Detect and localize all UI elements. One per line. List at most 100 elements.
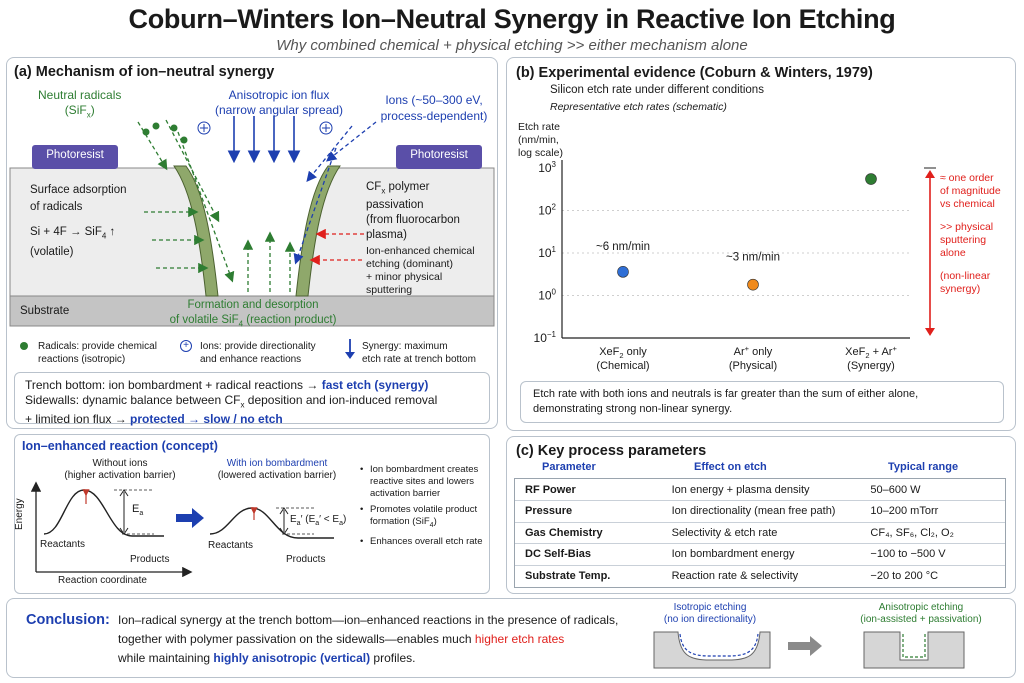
col-effect: Effect on etch [694, 461, 767, 473]
ion-flux-arrows [227, 116, 301, 164]
data-point [617, 266, 629, 278]
conclusion-panel [6, 598, 1016, 678]
radicals-label: Neutral radicals (SiFx) [38, 88, 122, 120]
energy-diagram [30, 481, 334, 578]
x-tick-label: Ar+ only [734, 344, 773, 358]
ea-prime-label: Ea′ (Ea′ < Ea) [290, 514, 347, 527]
y-tick-label: 101 [538, 245, 556, 260]
panel-a-header: (a) Mechanism of ion–neutral synergy [14, 64, 275, 80]
col-range: Typical range [888, 461, 959, 473]
ion-enhanced-arrows [309, 228, 364, 266]
arrow-head-down-icon [925, 328, 935, 336]
adsorption-arrows [144, 206, 209, 274]
right-photoresist-label: Photoresist [410, 149, 468, 161]
page-subtitle: Why combined chemical + physical etching… [276, 37, 748, 54]
right-sidewall-passivation [295, 165, 341, 297]
x-tick-label: XeF2 only [599, 346, 647, 360]
ion-symbols [197, 121, 333, 135]
x-tick-label: XeF2 + Ar+ [845, 344, 897, 360]
y-tick-label: 10−1 [534, 330, 557, 345]
param-effect: Selectivity & etch rate [665, 522, 865, 544]
conclusion-text: Ion–radical synergy at the trench bottom… [118, 613, 619, 665]
reactants-label-2: Reactants [208, 540, 254, 551]
chart-note-box: Etch rate with both ions and neutrals is… [520, 381, 1004, 423]
param-range: CF₄, SF₆, Cl₂, O₂ [864, 522, 1005, 544]
ion-flux-label: Anisotropic ion flux (narrow angular spr… [214, 88, 344, 117]
ea-label: Ea [132, 503, 144, 518]
param-name: RF Power [515, 479, 666, 501]
param-effect: Ion bombardment energy [665, 543, 865, 566]
concept-header: Ion–enhanced reaction (concept) [22, 439, 218, 453]
angled-ion-arrows [293, 121, 377, 265]
trench-diagram [9, 116, 495, 327]
x-tick-sublabel: (Physical) [729, 360, 777, 372]
y-tick-label: 102 [538, 203, 556, 218]
with-ions-title: With ion bombardment (lowered activation… [217, 458, 337, 481]
arrow-head-up-icon [925, 170, 935, 178]
chart-ylabel: Etch rate (nm/min, log scale) [518, 121, 563, 159]
panel-c-header: (c) Key process parameters [516, 443, 707, 459]
isotropic-profile [653, 631, 771, 669]
isotropic-label: Isotropic etching (no ion directionality… [663, 602, 757, 625]
param-name: Pressure [515, 500, 666, 523]
conclusion-label: Conclusion: [26, 612, 110, 628]
param-range: 10–200 mTorr [864, 500, 1005, 523]
products-label-2: Products [286, 554, 326, 565]
energy-axis-label: Energy [14, 498, 25, 530]
param-range: 50–600 W [864, 479, 1005, 501]
param-name: DC Self-Bias [515, 543, 666, 566]
table-row: Substrate Temp. Reaction rate & selectivi… [515, 565, 1005, 587]
panel-b-sub2: Representative etch rates (schematic) [550, 101, 727, 113]
x-tick-sublabel: (Synergy) [847, 360, 895, 372]
data-point [865, 173, 877, 185]
synergy-annotation: ≈ one order of magnitude vs chemical >> … [940, 172, 1001, 295]
radical-arrows [137, 119, 235, 283]
trench-summary-box: Trench bottom: ion bombardment + radical… [14, 372, 490, 426]
reactants-label-1: Reactants [40, 539, 86, 550]
col-parameter: Parameter [542, 461, 596, 473]
page-title: Coburn–Winters Ion–Neutral Synergy in Re… [128, 4, 896, 34]
param-effect: Reaction rate & selectivity [671, 570, 799, 582]
green-dot-icon [20, 342, 28, 350]
polymer-label: CFx polymer passivation (from fluorocarb… [366, 181, 460, 242]
panel-b-header: (b) Experimental evidence (Coburn & Wint… [516, 65, 873, 81]
products-label-1: Products [130, 554, 170, 565]
substrate-label: Substrate [20, 305, 70, 317]
gray-right-arrow-icon [788, 636, 822, 656]
param-name: Substrate Temp. [525, 570, 611, 582]
reaction-coordinate-label: Reaction coordinate [58, 575, 147, 586]
ion-enhanced-label: Ion-enhanced chemical etching (dominant)… [366, 245, 475, 296]
anisotropic-profile [863, 631, 965, 669]
param-range: −100 to −500 V [864, 543, 1005, 566]
y-tick-label: 100 [538, 288, 556, 303]
substrate-block [9, 167, 495, 327]
point-label: ~3 nm/min [726, 252, 780, 264]
transition-arrow-icon [176, 508, 204, 528]
param-effect: Ion directionality (mean free path) [665, 500, 865, 523]
profile-comparison [653, 631, 965, 669]
data-point [747, 278, 759, 291]
param-range: −20 to 200 °C [870, 570, 939, 582]
anisotropic-label: Anisotropic etching (ion-assisted + pass… [860, 602, 982, 625]
surface-adsorption-label: Surface adsorption of radicals [30, 184, 127, 213]
high-barrier-curve [43, 489, 164, 537]
without-ions-title: Without ions (higher activation barrier) [64, 458, 176, 481]
param-name: Gas Chemistry [515, 522, 666, 544]
y-tick-label: 103 [538, 160, 556, 175]
reaction-formula: Si + 4F → SiF4 ↑ (volatile) [30, 226, 116, 259]
point-label: ~6 nm/min [596, 241, 650, 253]
param-effect: Ion energy + plasma density [665, 479, 865, 501]
panel-b [506, 57, 1016, 431]
right-photoresist [396, 145, 482, 169]
panel-b-sub1: Silicon etch rate under different condit… [550, 84, 764, 96]
ions-label: Ions (~50–300 eV, process-dependent) [380, 93, 488, 123]
